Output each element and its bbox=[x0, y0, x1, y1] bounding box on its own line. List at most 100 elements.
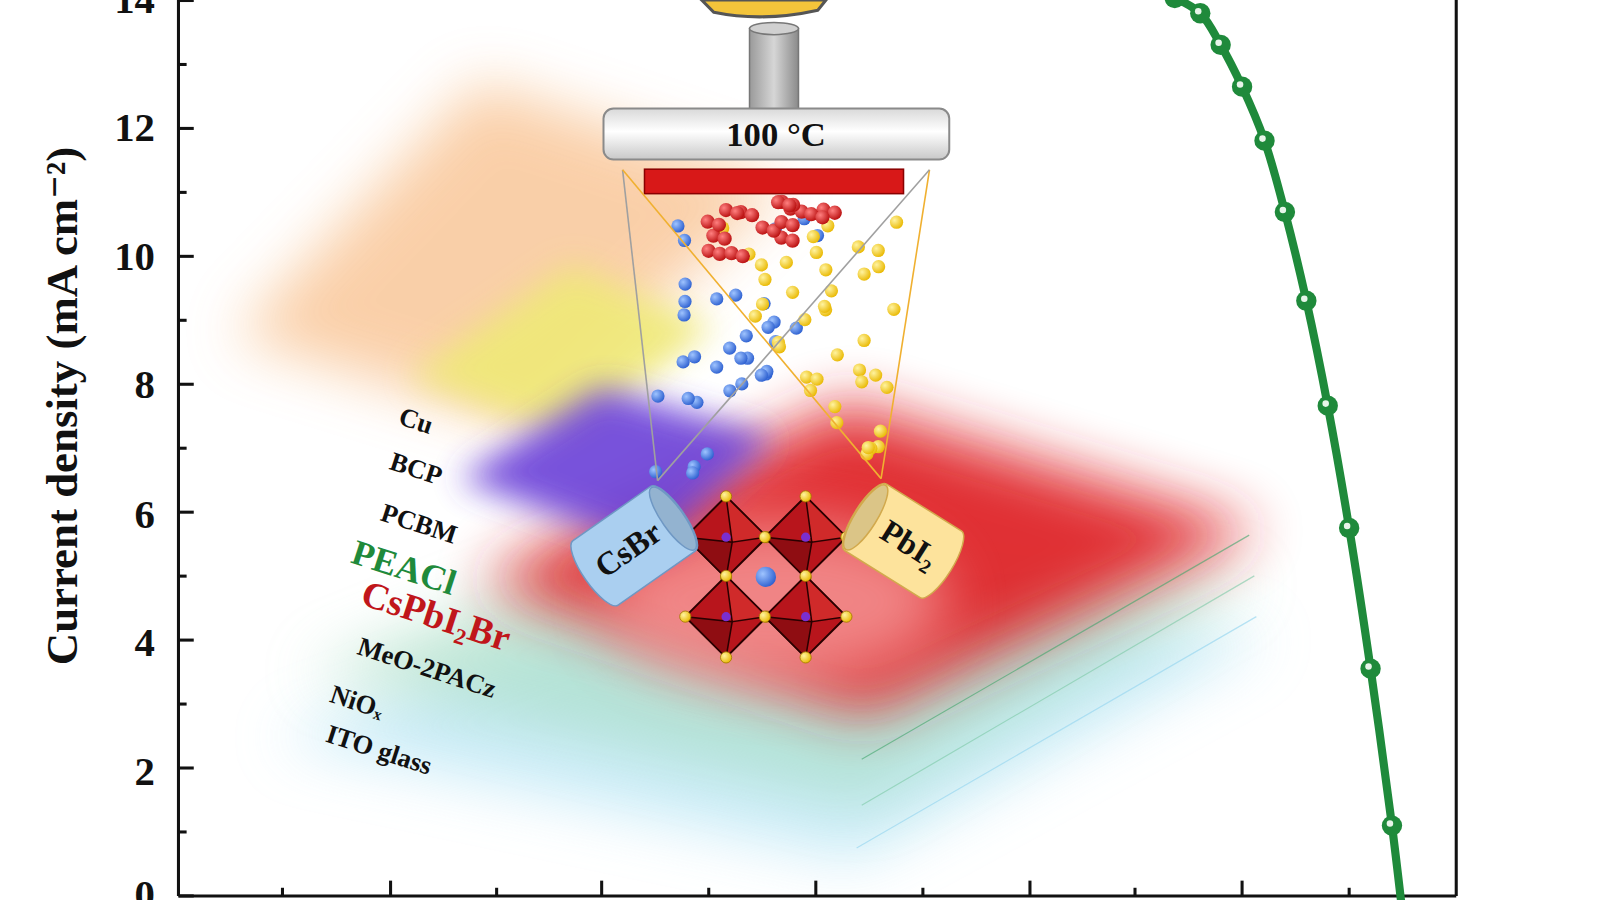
halide-particle bbox=[872, 244, 885, 257]
y-tick bbox=[178, 639, 193, 642]
halide-particle bbox=[807, 230, 820, 243]
cs-particle bbox=[723, 384, 736, 397]
y-tick bbox=[178, 511, 193, 514]
tick-label: 14 bbox=[114, 0, 155, 22]
halide-particle bbox=[830, 416, 843, 429]
jv-line bbox=[1175, 0, 1401, 900]
halide-particle bbox=[810, 373, 823, 386]
x-tick bbox=[921, 888, 924, 896]
tick-label: 0 bbox=[135, 873, 155, 900]
x-tick bbox=[707, 888, 710, 896]
point-highlight bbox=[1195, 8, 1202, 15]
octahedron-face bbox=[685, 576, 767, 658]
molecule-pair bbox=[804, 207, 829, 224]
halide-particle bbox=[874, 425, 887, 438]
heater-assembly bbox=[644, 0, 903, 194]
data-point bbox=[1210, 35, 1230, 55]
data-point bbox=[1275, 202, 1295, 222]
cs-particle bbox=[762, 321, 775, 334]
y-tick bbox=[178, 575, 186, 578]
lead-atom bbox=[721, 533, 730, 542]
chart-axes bbox=[178, 0, 1456, 896]
halide-particle bbox=[872, 260, 885, 273]
y-tick bbox=[178, 894, 193, 897]
layer-label: BCP bbox=[386, 447, 445, 491]
halide-atom bbox=[800, 652, 811, 663]
halide-particle bbox=[780, 256, 793, 269]
tick-label: 10 bbox=[114, 235, 155, 280]
y-tick bbox=[178, 255, 193, 258]
cs-particle bbox=[679, 277, 692, 290]
crucible-body bbox=[835, 477, 972, 603]
heater-top bbox=[702, 0, 826, 17]
octahedron bbox=[759, 491, 852, 584]
octahedron-facet bbox=[765, 617, 812, 658]
tick-label: 8 bbox=[135, 363, 155, 408]
point-highlight bbox=[1301, 295, 1308, 302]
data-point bbox=[1318, 395, 1338, 415]
point-highlight bbox=[1259, 135, 1266, 142]
halide-particle bbox=[857, 267, 870, 280]
molecule-atom bbox=[785, 234, 799, 248]
y-tick bbox=[178, 63, 186, 66]
crucible-body bbox=[563, 479, 705, 611]
x-tick bbox=[1241, 881, 1244, 896]
evaporation-crucible: PbI₂ bbox=[833, 476, 973, 606]
halide-particle bbox=[798, 313, 811, 326]
halide-atom bbox=[680, 611, 691, 622]
molecule-atom bbox=[786, 218, 800, 232]
molecule-atom bbox=[712, 218, 726, 232]
y-tick bbox=[178, 766, 193, 769]
halide-particle bbox=[887, 303, 900, 316]
point-highlight bbox=[1344, 523, 1351, 530]
evaporation-cone-line bbox=[658, 170, 930, 481]
cs-particle bbox=[678, 234, 691, 247]
molecule-atom bbox=[717, 232, 731, 246]
halide-atom bbox=[759, 611, 770, 622]
cs-particle bbox=[701, 447, 714, 460]
heater-plate: 100 °C bbox=[602, 107, 951, 161]
halide-particle bbox=[828, 400, 841, 413]
molecule-pair bbox=[724, 246, 749, 263]
layer-label: Cu bbox=[395, 402, 436, 440]
halide-particle bbox=[862, 441, 875, 454]
node-text: 100 °C bbox=[726, 115, 826, 153]
layer-glow bbox=[235, 82, 1270, 862]
heater-rod bbox=[750, 29, 799, 111]
y-tick bbox=[178, 447, 186, 450]
halide-atom bbox=[720, 491, 731, 502]
point-highlight bbox=[1280, 207, 1287, 214]
y-tick bbox=[178, 319, 186, 322]
molecule-atom bbox=[815, 210, 829, 224]
halide-atom bbox=[720, 652, 731, 663]
halide-atom bbox=[841, 611, 852, 622]
tick-label: 6 bbox=[135, 493, 155, 538]
octahedron-face bbox=[685, 496, 767, 578]
cs-particle bbox=[734, 352, 747, 365]
right-axis-line bbox=[1455, 0, 1458, 896]
cs-particle bbox=[710, 360, 723, 373]
data-point bbox=[1296, 290, 1316, 310]
cs-atom bbox=[756, 567, 776, 587]
cs-particle bbox=[676, 355, 689, 368]
molecule-atom bbox=[782, 198, 796, 212]
heater-element bbox=[644, 169, 903, 193]
point-highlight bbox=[1215, 40, 1222, 47]
octahedron-face bbox=[765, 576, 847, 658]
octahedron-facet bbox=[806, 576, 847, 622]
lead-atom bbox=[801, 612, 810, 621]
halide-particle bbox=[869, 368, 882, 381]
tick-label: 4 bbox=[135, 621, 155, 666]
molecule-pair bbox=[701, 215, 726, 232]
molecule-atom bbox=[736, 249, 750, 263]
cs-particle bbox=[688, 350, 701, 363]
halide-particle bbox=[853, 363, 866, 376]
halide-particle bbox=[810, 246, 823, 259]
x-tick bbox=[1028, 881, 1031, 896]
point-highlight bbox=[1237, 81, 1244, 88]
cs-particle bbox=[710, 292, 723, 305]
vapor-particles bbox=[649, 195, 903, 480]
lead-atom bbox=[721, 612, 730, 621]
octahedron-face bbox=[765, 496, 847, 578]
